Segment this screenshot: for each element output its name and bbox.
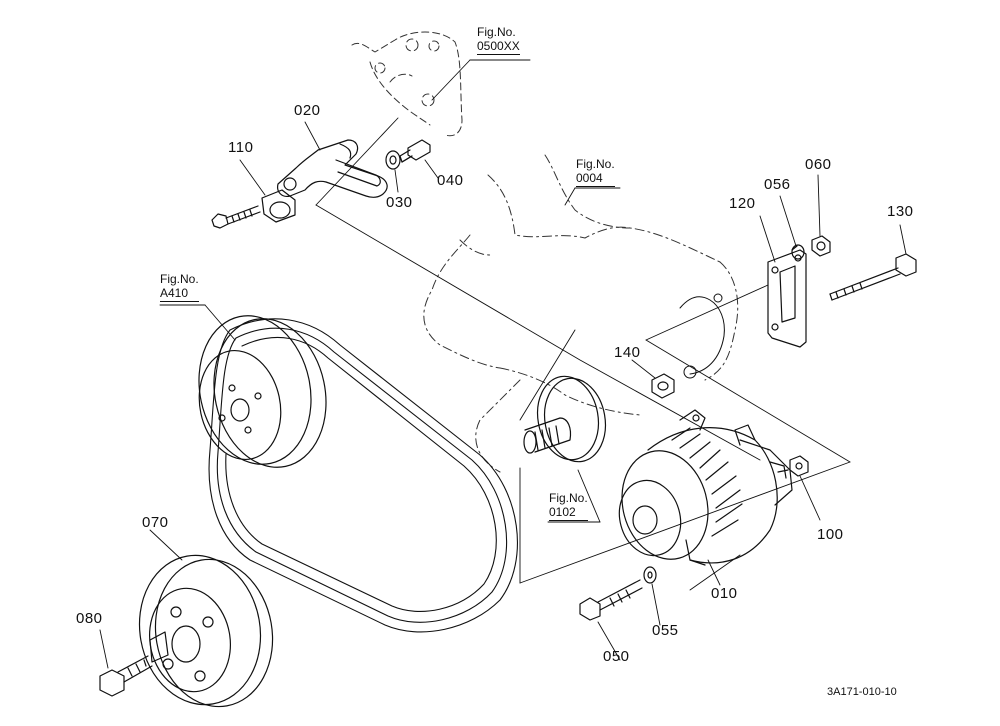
washer-056	[792, 245, 804, 259]
fig-ref-label: Fig.No.	[549, 491, 588, 505]
fan-pulley-a410	[186, 305, 340, 478]
fig-ref-number: 0004	[576, 171, 615, 187]
fig-ref-number: 0102	[549, 505, 588, 521]
adjusting-link-020	[278, 140, 388, 197]
part-label-030: 030	[386, 194, 413, 211]
part-label-130: 130	[887, 203, 914, 220]
spacer-110	[262, 190, 295, 222]
fig-ref-number: 0500XX	[477, 39, 520, 55]
part-label-140: 140	[614, 344, 641, 361]
v-belt	[209, 319, 517, 632]
water-pump-pulley-0102	[524, 371, 612, 466]
fig-ref-label: Fig.No.	[160, 272, 199, 286]
part-label-020: 020	[294, 102, 321, 119]
fig-ref-number: A410	[160, 286, 199, 302]
leader-lines	[100, 60, 906, 668]
bolt-130	[830, 254, 916, 300]
part-label-110: 110	[228, 139, 254, 156]
nut-140	[652, 374, 674, 398]
part-label-070: 070	[142, 514, 169, 531]
part-label-056: 056	[764, 176, 791, 193]
part-label-050: 050	[603, 648, 630, 665]
part-label-055: 055	[652, 622, 679, 639]
diagram-code: 3A171-010-10	[827, 686, 897, 698]
bolt-080	[100, 656, 152, 696]
fig-ref-a410: Fig.No. A410	[160, 272, 199, 302]
engine-block-outline	[424, 155, 738, 472]
washer-055	[644, 567, 656, 583]
nut-100	[790, 456, 808, 476]
bolt-040	[400, 140, 430, 162]
part-label-100: 100	[817, 526, 844, 543]
washer-030	[386, 151, 400, 169]
nut-060	[812, 236, 830, 256]
upper-bracket-phantom	[352, 32, 462, 136]
part-label-120: 120	[729, 195, 756, 212]
crank-pulley-070	[128, 546, 284, 716]
fig-ref-0004: Fig.No. 0004	[576, 157, 615, 187]
part-label-010: 010	[711, 585, 738, 602]
fig-ref-label: Fig.No.	[576, 157, 615, 171]
alternator-mount-boss	[680, 294, 724, 378]
fig-ref-0102: Fig.No. 0102	[549, 491, 588, 521]
bracket-120	[768, 250, 806, 347]
part-label-040: 040	[437, 172, 464, 189]
bolt-110	[212, 206, 260, 228]
fig-ref-0500xx: Fig.No. 0500XX	[477, 25, 520, 55]
alternator-010	[610, 410, 792, 569]
bolt-050	[580, 580, 642, 620]
part-label-080: 080	[76, 610, 103, 627]
fig-ref-label: Fig.No.	[477, 25, 516, 39]
part-label-060: 060	[805, 156, 832, 173]
